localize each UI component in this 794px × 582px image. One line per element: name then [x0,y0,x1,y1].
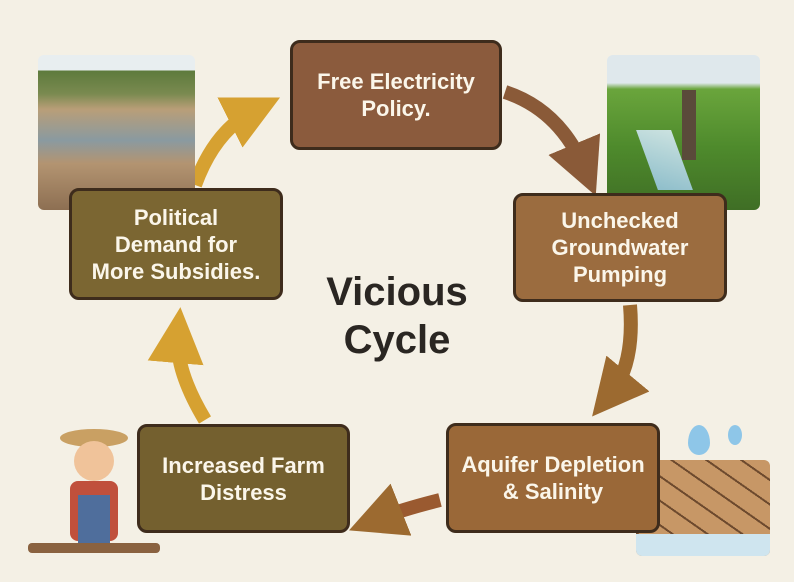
step-increased-farm-distress: Increased Farm Distress [137,424,350,533]
step-unchecked-groundwater-pumping: Unchecked Groundwater Pumping [513,193,727,302]
step-political-demand-subsidies: Political Demand for More Subsidies. [69,188,283,300]
title-line-2: Cycle [343,318,451,362]
water-drop-icon [728,425,742,445]
groundwater-pump-photo [607,55,760,210]
arrow-policy-to-pumping [502,85,601,196]
water-drop-icon [688,425,710,455]
arrow-depletion-to-distress [349,483,442,536]
dry-river-photo [38,55,195,210]
distressed-farmer [28,425,160,555]
arrow-demand-to-policy [188,97,281,188]
title-line-1: Vicious [326,270,468,314]
arrow-distress-to-demand [147,307,212,424]
step-aquifer-depletion-salinity: Aquifer Depletion & Salinity [446,423,660,533]
diagram-title: Vicious Cycle [300,268,494,364]
pump-icon [682,90,696,160]
step-free-electricity-policy: Free Electricity Policy. [290,40,502,150]
arrow-pumping-to-depletion [592,304,650,417]
